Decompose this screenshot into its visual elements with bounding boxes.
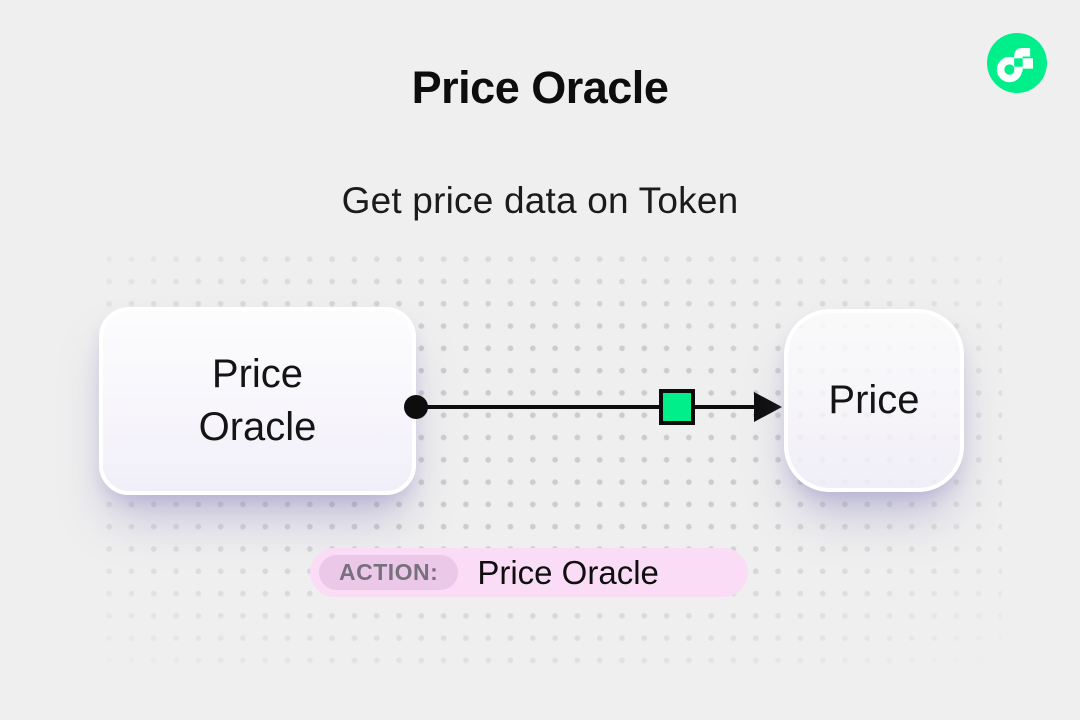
- action-value: Price Oracle: [477, 553, 659, 591]
- node-price[interactable]: Price: [784, 309, 964, 492]
- node-price-label: Price: [828, 378, 920, 423]
- flow-logo-square: [1022, 58, 1033, 69]
- flow-logo-knockout-square: [1014, 58, 1023, 67]
- page-subtitle: Get price data on Token: [341, 180, 739, 221]
- action-badge: ACTION: Price Oracle: [310, 548, 748, 597]
- connector-start-dot: [404, 395, 428, 419]
- connector-arrow: [404, 389, 782, 425]
- node-price-oracle-label: Price Oracle: [198, 352, 317, 449]
- page-title: Price Oracle: [411, 62, 669, 113]
- green-square-marker[interactable]: [659, 389, 695, 425]
- flow-logo: [987, 33, 1047, 93]
- arrowhead-icon: [754, 392, 782, 422]
- node-price-oracle[interactable]: Price Oracle: [99, 307, 416, 495]
- action-label-pill: ACTION:: [319, 555, 459, 590]
